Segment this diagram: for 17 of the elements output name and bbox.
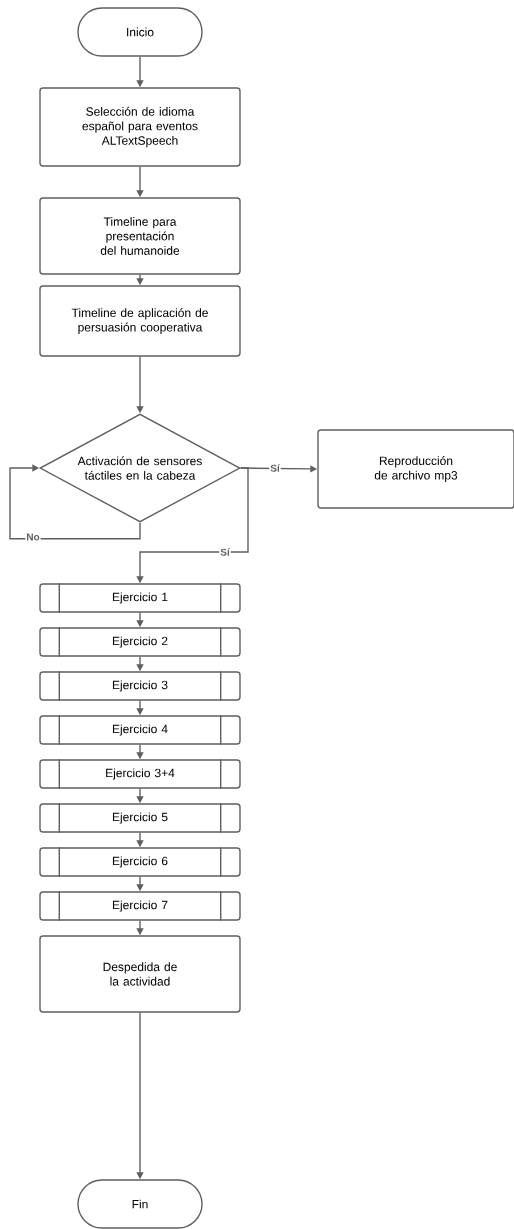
predefined-process-box: Ejercicio 4 bbox=[39, 714, 241, 746]
edge-label: Sí bbox=[269, 463, 281, 473]
predefined-process-box: Ejercicio 5 bbox=[39, 802, 241, 834]
process-box: Despedida de la actividad bbox=[39, 935, 241, 1013]
predefined-process-box: Ejercicio 3+4 bbox=[39, 758, 241, 790]
predefined-process-box: Ejercicio 7 bbox=[39, 890, 241, 922]
edge-label: Sí bbox=[219, 547, 231, 557]
arrow bbox=[9, 464, 141, 540]
edge-label: No bbox=[25, 532, 41, 542]
predefined-process-box: Ejercicio 6 bbox=[39, 846, 241, 878]
predefined-process-box: Ejercicio 2 bbox=[39, 626, 241, 658]
process-box: Timeline para presentación del humanoide bbox=[39, 197, 241, 275]
predefined-process-box: Ejercicio 3 bbox=[39, 670, 241, 702]
process-box: Reproducción de archivo mp3 bbox=[317, 429, 514, 509]
process-box: Selección de idioma español para eventos ALTextSpeech bbox=[39, 87, 241, 167]
predefined-process-box: Ejercicio 1 bbox=[39, 582, 241, 614]
process-box: Timeline de aplicación de persuasión cooperativa bbox=[39, 285, 241, 357]
